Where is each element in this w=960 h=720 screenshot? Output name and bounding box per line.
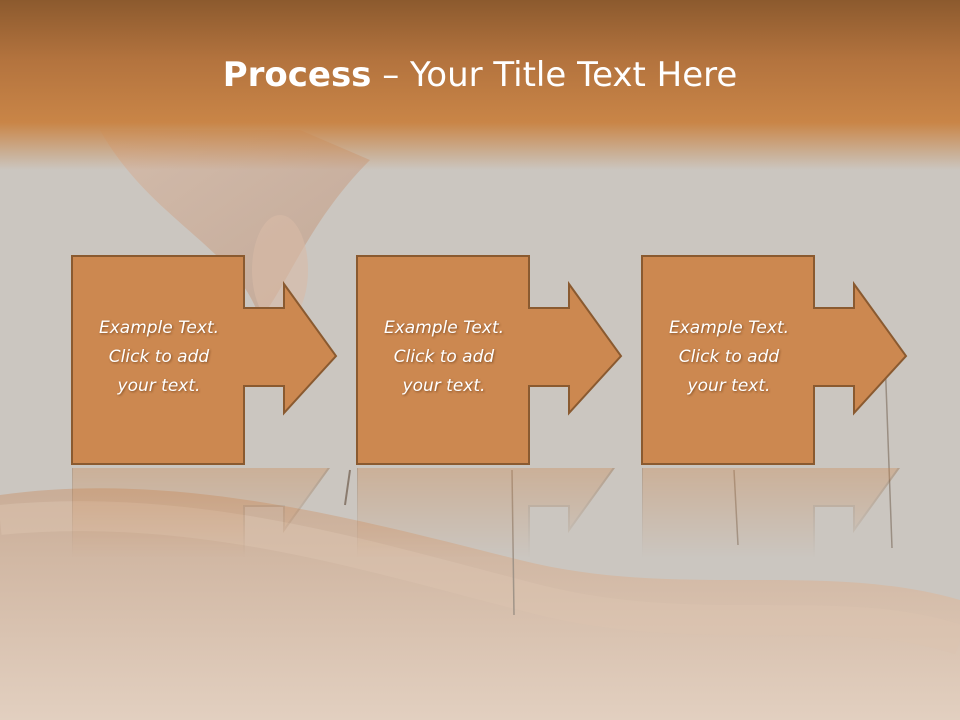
- step-3-reflection: [641, 349, 914, 559]
- title-bold: Process: [222, 55, 372, 95]
- step-1-line-3: your text.: [117, 376, 201, 396]
- step-3-text[interactable]: Example Text. Click to add your text.: [644, 314, 814, 401]
- slide-title[interactable]: Process – Your Title Text Here: [0, 52, 960, 98]
- step-1-line-1: Example Text.: [98, 318, 220, 338]
- process-step-2[interactable]: Example Text. Click to add your text.: [356, 255, 629, 466]
- process-step-3[interactable]: Example Text. Click to add your text.: [641, 255, 914, 466]
- step-1-text[interactable]: Example Text. Click to add your text.: [74, 314, 244, 401]
- step-2-line-2: Click to add: [393, 347, 495, 367]
- step-3-line-1: Example Text.: [668, 318, 790, 338]
- step-3-shape: [641, 255, 908, 465]
- step-1-shape: [71, 255, 338, 465]
- step-2-shape: [356, 255, 623, 465]
- process-step-1[interactable]: Example Text. Click to add your text.: [71, 255, 344, 466]
- step-1-line-2: Click to add: [108, 347, 210, 367]
- step-2-text[interactable]: Example Text. Click to add your text.: [359, 314, 529, 401]
- step-3-line-3: your text.: [687, 376, 771, 396]
- step-1-reflection: [71, 349, 344, 559]
- step-2-reflection: [356, 349, 629, 559]
- title-band: [0, 0, 960, 170]
- step-2-line-1: Example Text.: [383, 318, 505, 338]
- step-2-line-3: your text.: [402, 376, 486, 396]
- step-3-line-2: Click to add: [678, 347, 780, 367]
- title-rest: – Your Title Text Here: [371, 55, 738, 95]
